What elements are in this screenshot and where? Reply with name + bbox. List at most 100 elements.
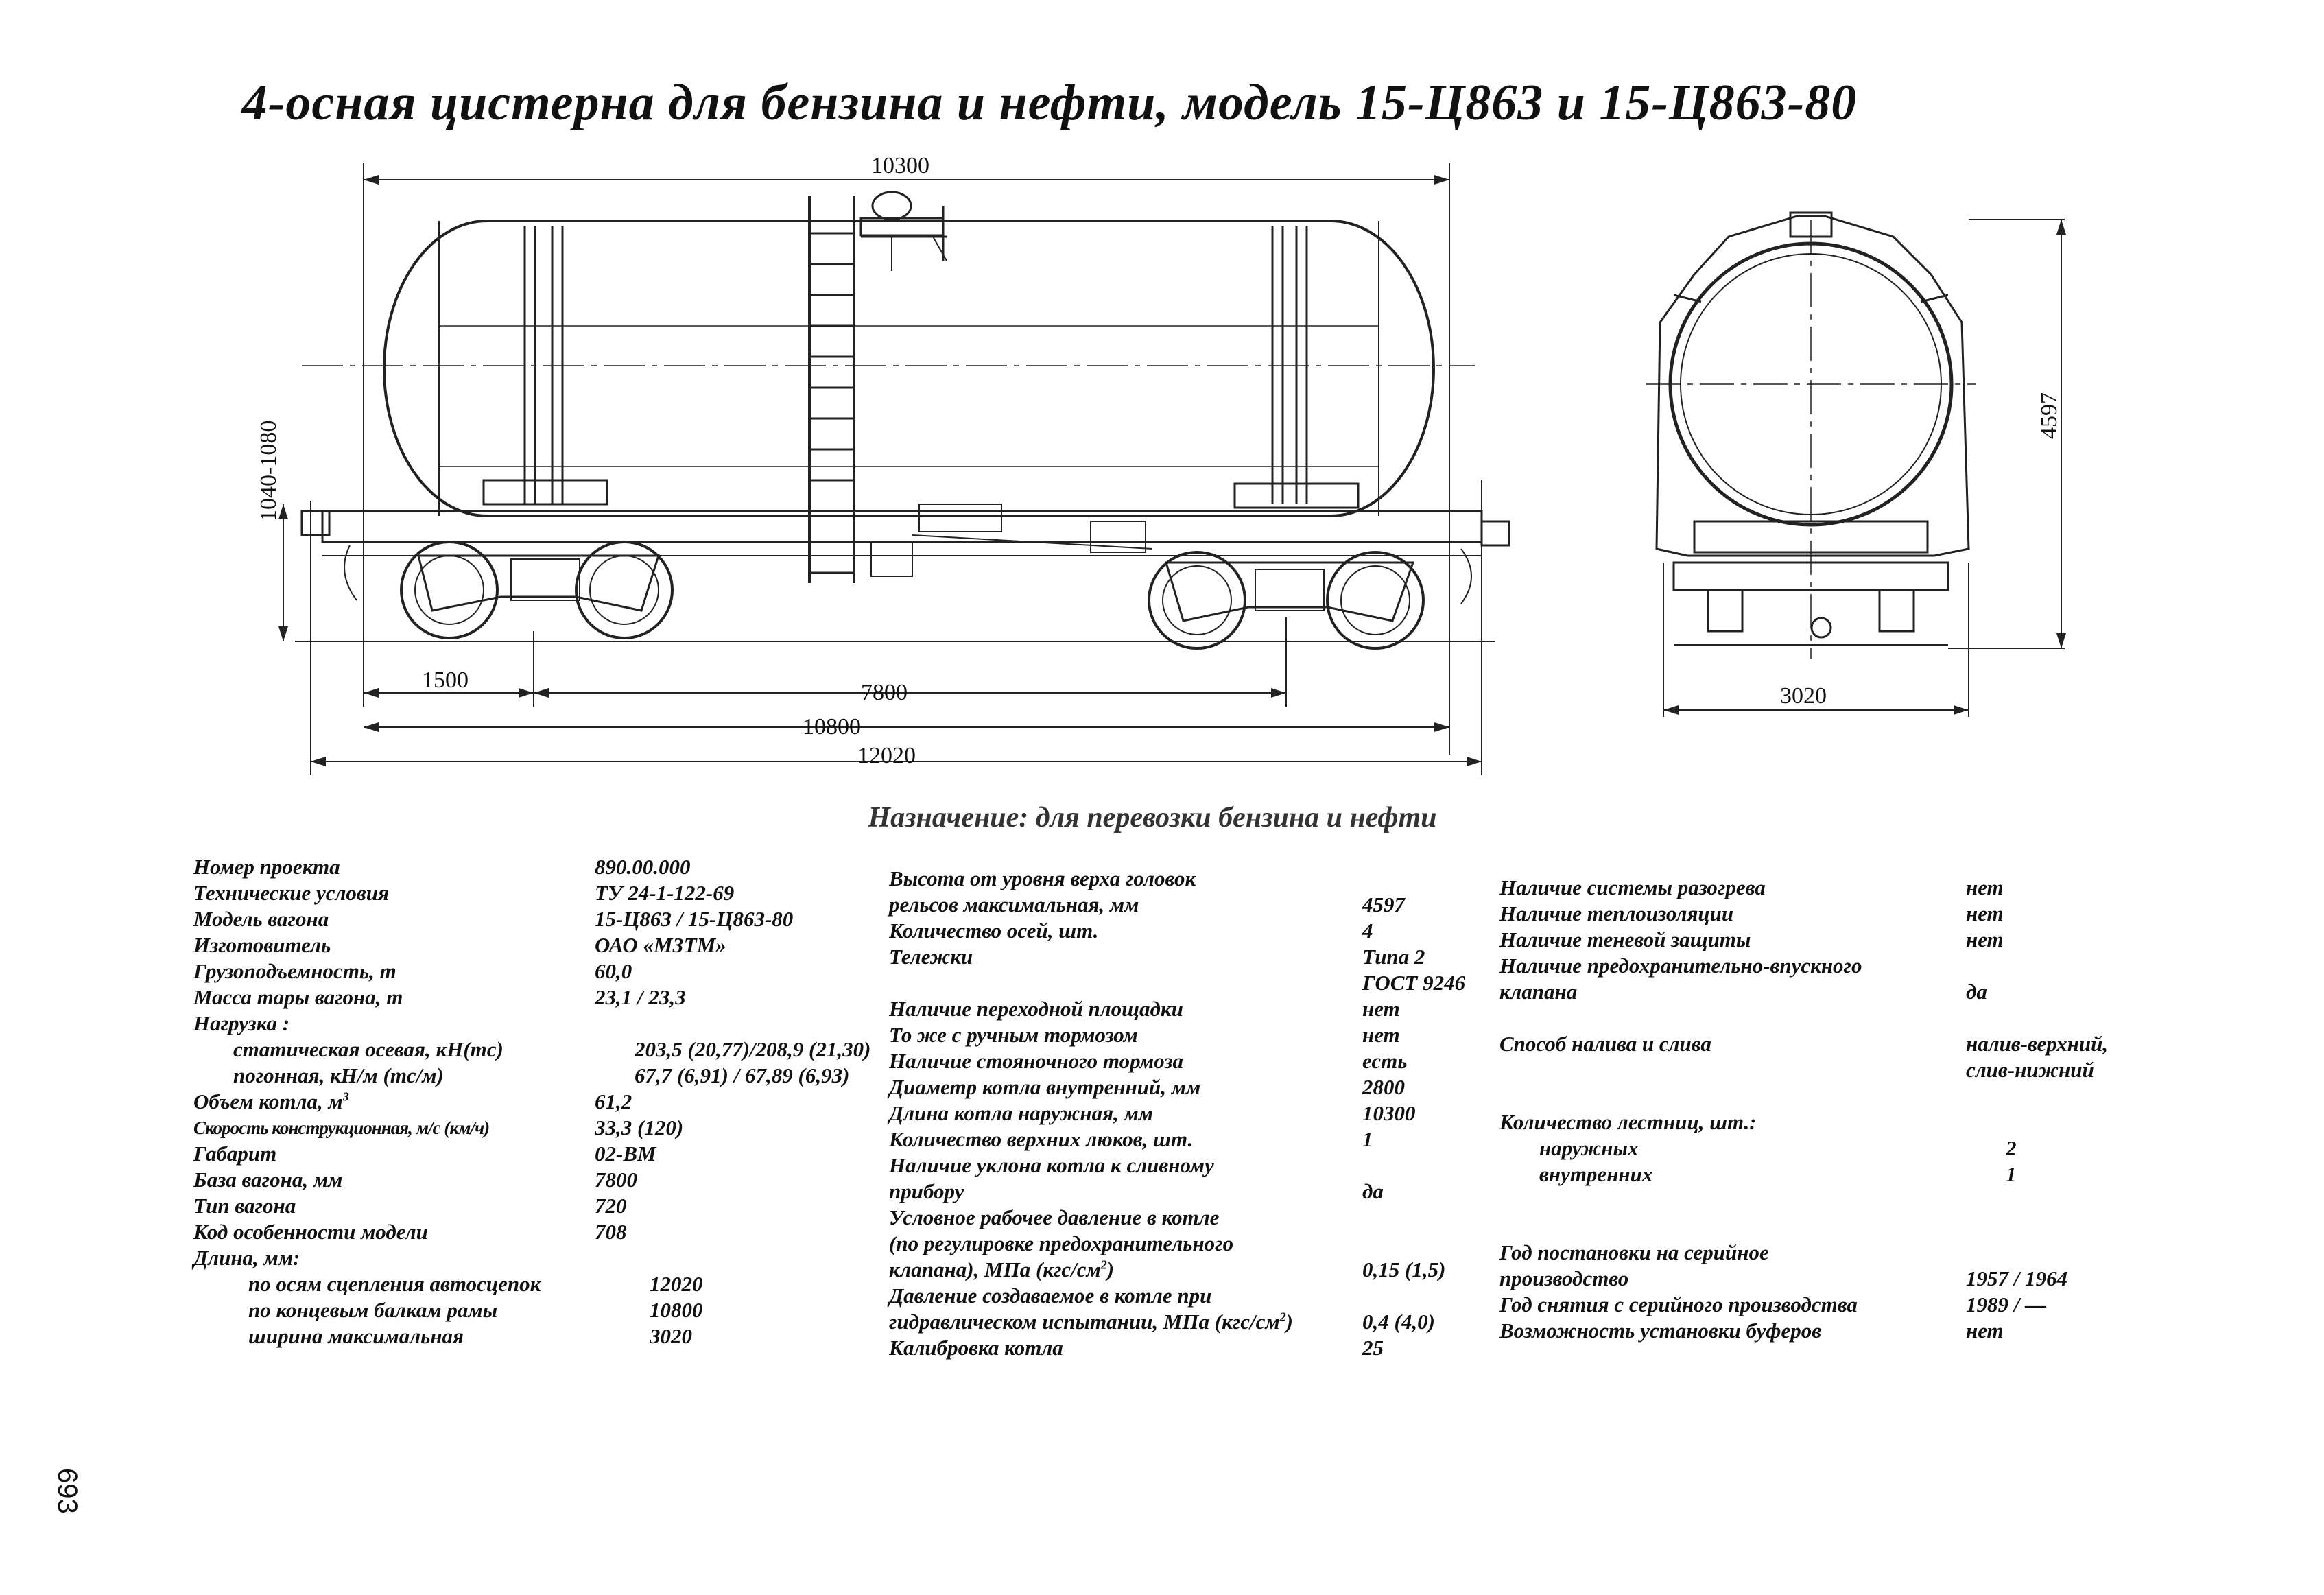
spec-label: клапана), МПа (кгс/см2) (889, 1257, 1362, 1283)
dim-coupler-height: 1040-1080 (256, 421, 281, 521)
spec-value: 61,2 (595, 1089, 632, 1113)
spec-label: Условное рабочее давление в котле (889, 1205, 1220, 1229)
dim-width: 3020 (1780, 683, 1827, 709)
spec-row: Наличие предохранительно-впускного (1499, 953, 2192, 979)
spec-label: Наличие предохранительно-впускного (1499, 954, 1862, 978)
superscript: 2 (1279, 1310, 1286, 1324)
spec-row: по осям сцепления автосцепок 12020 (193, 1271, 879, 1297)
specs-column-2: Высота от уровня верха головок рельсов м… (889, 866, 1506, 1361)
spec-label: клапана (1499, 980, 1578, 1004)
spec-label: Диаметр котла внутренний, мм (889, 1075, 1201, 1099)
side-view: 10300 (256, 153, 1510, 775)
spec-value: 15-Ц863 / 15-Ц863-80 (595, 907, 794, 931)
spec-row: (по регулировке предохранительного (889, 1231, 1506, 1257)
spec-value: 4 (1362, 919, 1373, 943)
spec-value: нет (1966, 1319, 2004, 1343)
spec-value: 25 (1362, 1336, 1384, 1360)
spec-value: 60,0 (595, 959, 632, 983)
dim-frame-length: 10800 (803, 714, 861, 740)
dim-overhang: 1500 (422, 667, 469, 693)
spec-value: нет (1966, 901, 2004, 925)
spec-label: Модель вагона (193, 907, 329, 931)
purpose-line: Назначение: для перевозки бензина и нефт… (868, 802, 1437, 834)
page-title: 4-осная цистерна для бензина и нефти, мо… (241, 75, 1858, 131)
spec-value: слив-нижний (1966, 1058, 2094, 1082)
spec-label: Скорость конструкционная, м/с (км/ч) (193, 1118, 490, 1138)
tank-car-drawing: 10300 (256, 153, 2066, 775)
spec-value: 67,7 (6,91) / 67,89 (6,93) (635, 1063, 850, 1087)
spec-label: Количество осей, шт. (889, 919, 1099, 943)
spec-value: ОАО «МЗТМ» (595, 933, 726, 957)
spec-row (1499, 1214, 2192, 1240)
spec-row: статическая осевая, кН(тс)203,5 (20,77)/… (193, 1037, 879, 1063)
spec-value: 33,3 (120) (595, 1115, 684, 1139)
spec-label: Наличие уклона котла к сливному (889, 1153, 1214, 1177)
spec-value: 1 (2006, 1162, 2017, 1186)
spec-value: нет (1362, 997, 1400, 1021)
spec-row: Способ налива и слива налив-верхний, (1499, 1031, 2192, 1057)
spec-value: да (1362, 1179, 1384, 1203)
spec-label: Габарит (193, 1142, 277, 1166)
spec-label: Технические условия (193, 881, 389, 905)
spec-value: 1957 / 1964 (1966, 1266, 2068, 1290)
spec-value: 10300 (1362, 1101, 1416, 1125)
spec-value: 720 (595, 1194, 627, 1218)
superscript: 3 (342, 1089, 349, 1104)
spec-label: Код особенности модели (193, 1220, 428, 1244)
spec-value: ГОСТ 9246 (1362, 971, 1466, 995)
spec-label-text: гидравлическом испытании, МПа (кгс/см (889, 1310, 1280, 1334)
spec-value: ТУ 24-1-122-69 (595, 881, 735, 905)
spec-label: рельсов максимальная, мм (889, 893, 1139, 917)
spec-label: Длина, мм: (193, 1246, 300, 1270)
spec-value: 12020 (650, 1272, 703, 1296)
spec-label: ширина максимальная (248, 1324, 464, 1348)
spec-label: Год снятия с серийного производства (1499, 1292, 1858, 1316)
spec-label: Год постановки на серийное (1499, 1240, 1769, 1264)
spec-row: Количество лестниц, шт.: (1499, 1109, 2192, 1135)
spec-label-tail: ) (1285, 1310, 1293, 1334)
spec-label: погонная, кН/м (тс/м) (233, 1063, 444, 1087)
spec-label: прибору (889, 1179, 964, 1203)
spec-value: 2800 (1362, 1075, 1405, 1099)
spec-label: по концевым балкам рамы (248, 1298, 498, 1322)
spec-value: 203,5 (20,77)/208,9 (21,30) (635, 1037, 871, 1061)
spec-label: Тележки (889, 945, 973, 969)
spec-label: Количество верхних люков, шт. (889, 1127, 1194, 1151)
spec-row: Модель вагона 15-Ц863 / 15-Ц863-80 (193, 906, 879, 932)
spec-row: Высота от уровня верха головок (889, 866, 1506, 892)
spec-label: Давление создаваемое в котле при (889, 1284, 1212, 1308)
spec-value: 2 (2006, 1136, 2017, 1160)
superscript: 2 (1100, 1257, 1107, 1272)
spec-label: Наличие стояночного тормоза (889, 1049, 1183, 1073)
spec-row: погонная, кН/м (тс/м) 67,7 (6,91) / 67,89… (193, 1063, 879, 1089)
spec-row: гидравлическом испытании, МПа (кгс/см2)0… (889, 1309, 1506, 1335)
spec-label-tail: ) (1106, 1257, 1115, 1281)
end-view: 4597 3020 (1646, 211, 2066, 717)
spec-value: налив-верхний, (1966, 1032, 2109, 1056)
spec-value: нет (1966, 928, 2004, 952)
spec-label: внутренних (1539, 1162, 1653, 1186)
spec-label: гидравлическом испытании, МПа (кгс/см2) (889, 1309, 1362, 1335)
spec-label: по осям сцепления автосцепок (248, 1272, 541, 1296)
spec-label-text: клапана), МПа (кгс/см (889, 1257, 1101, 1281)
spec-label (1499, 1057, 1966, 1083)
spec-label: Способ налива и слива (1499, 1032, 1711, 1056)
spec-value: 1 (1362, 1127, 1373, 1151)
spec-row: Нагрузка : (193, 1011, 879, 1037)
